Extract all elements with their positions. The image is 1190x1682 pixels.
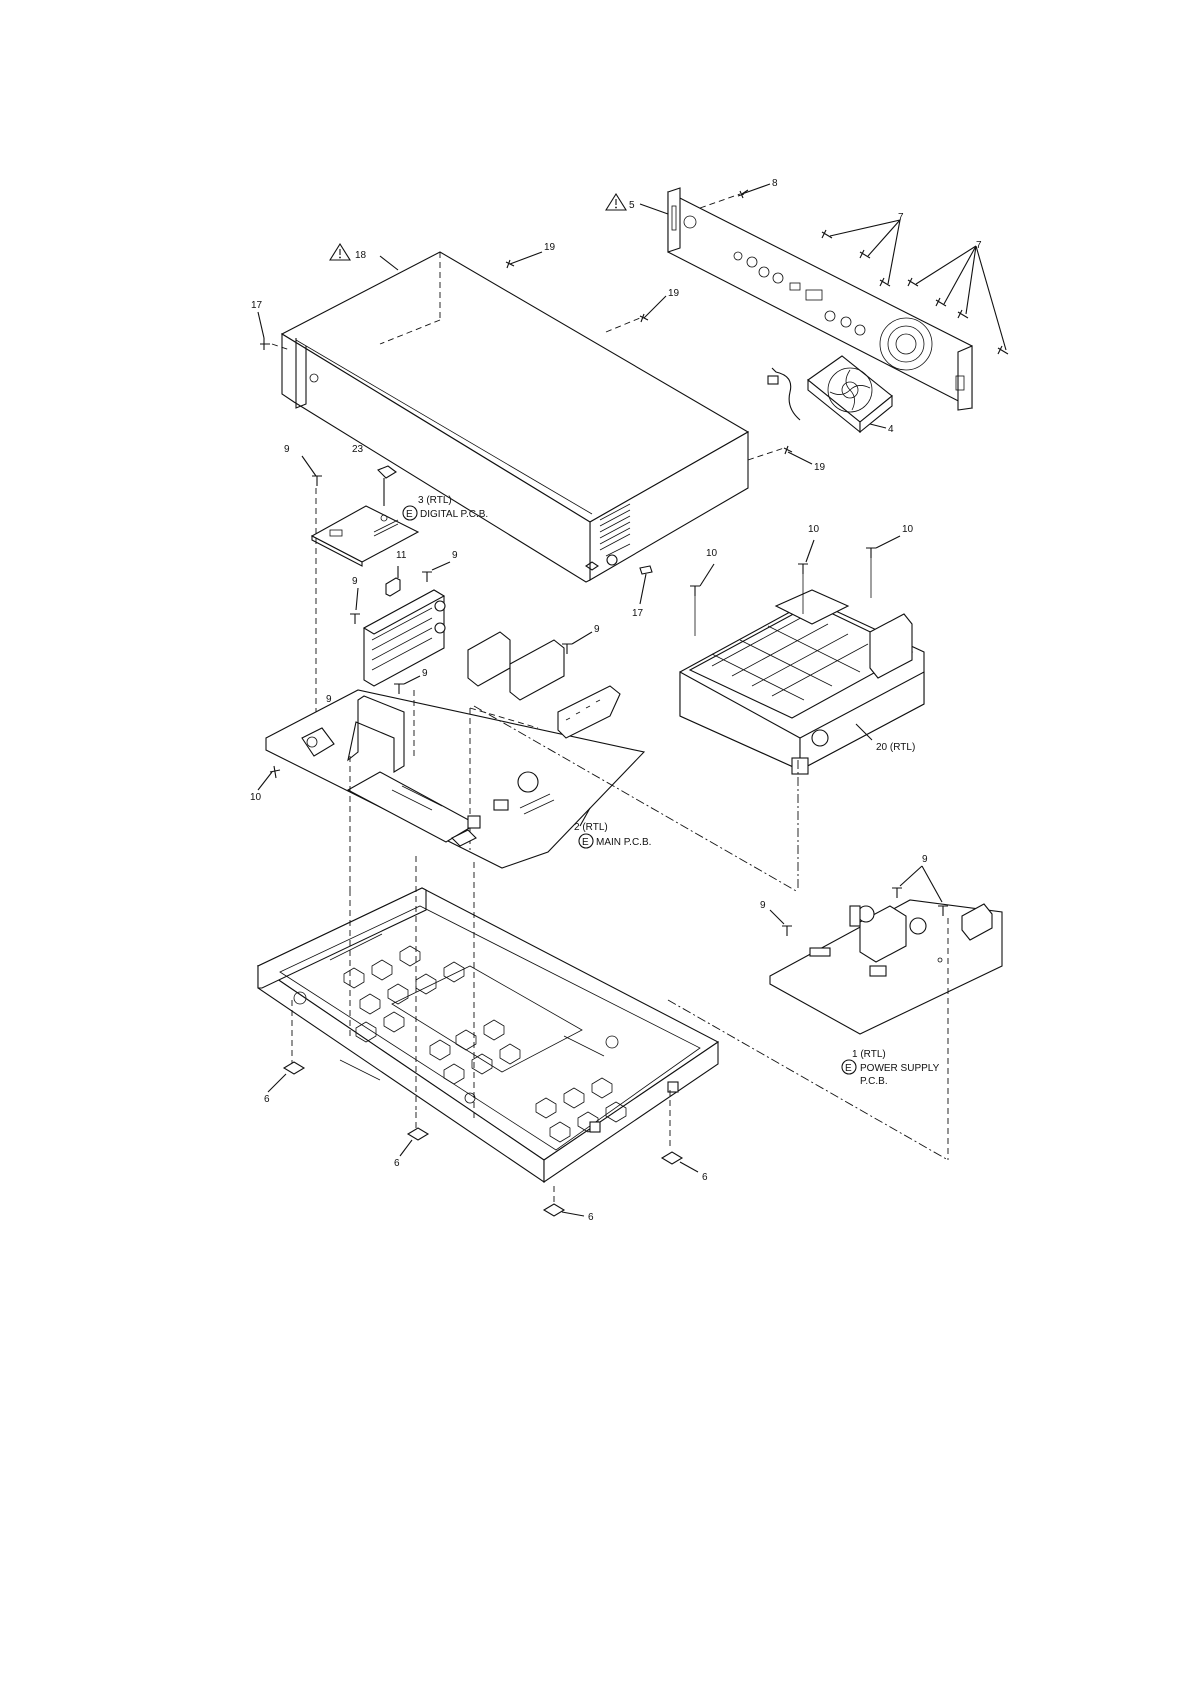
- label-power-supply: POWER SUPPLY: [860, 1063, 940, 1074]
- label-9: 9: [352, 576, 358, 587]
- label-11: 11: [396, 550, 407, 561]
- label-3-rtl: 3 (RTL): [418, 495, 452, 506]
- foot-6: [268, 1062, 304, 1092]
- label-7: 7: [898, 212, 904, 223]
- foot-6: [662, 1090, 698, 1172]
- label-20-rtl: 20 (RTL): [876, 742, 915, 753]
- label-10: 10: [808, 524, 820, 535]
- label-6: 6: [702, 1172, 708, 1183]
- label-19: 19: [668, 288, 680, 299]
- bottom-chassis: [258, 856, 718, 1182]
- label-main-pcb: MAIN P.C.B.: [596, 837, 651, 848]
- screw-10-main: [258, 766, 280, 790]
- label-digital-pcb: DIGITAL P.C.B.: [420, 509, 488, 520]
- label-6: 6: [394, 1158, 400, 1169]
- e-mark-icon: E: [842, 1060, 856, 1074]
- label-9: 9: [760, 900, 766, 911]
- label-10: 10: [250, 792, 262, 803]
- svg-text:E: E: [582, 837, 589, 848]
- label-9: 9: [284, 444, 290, 455]
- shield-11: [386, 566, 400, 596]
- screw-8: [700, 184, 770, 208]
- warning-triangle-icon: [606, 194, 668, 214]
- label-4: 4: [888, 424, 894, 435]
- label-17: 17: [632, 608, 644, 619]
- cooling-fan: [768, 356, 892, 432]
- label-19: 19: [544, 242, 556, 253]
- label-10: 10: [706, 548, 718, 559]
- label-9: 9: [326, 694, 332, 705]
- label-pcb: P.C.B.: [860, 1076, 888, 1087]
- tuner-module: [364, 590, 445, 686]
- e-mark-icon: E: [403, 506, 417, 520]
- label-9: 9: [452, 550, 458, 561]
- label-6: 6: [264, 1094, 270, 1105]
- e-mark-icon: E: [579, 834, 593, 848]
- label-8: 8: [772, 178, 778, 189]
- label-7: 7: [976, 240, 982, 251]
- label-9: 9: [922, 854, 928, 865]
- label-2-rtl: 2 (RTL): [574, 822, 608, 833]
- power-supply-pcb: [770, 900, 1002, 1034]
- label-10: 10: [902, 524, 914, 535]
- label-9: 9: [594, 624, 600, 635]
- label-6: 6: [588, 1212, 594, 1223]
- foot-6: [400, 1112, 428, 1156]
- svg-text:E: E: [845, 1063, 852, 1074]
- label-18: 18: [355, 250, 367, 261]
- label-17: 17: [251, 300, 263, 311]
- label-5: 5: [629, 200, 635, 211]
- label-23: 23: [352, 444, 364, 455]
- label-9: 9: [422, 668, 428, 679]
- foot-6: [544, 1186, 584, 1216]
- label-1-rtl: 1 (RTL): [852, 1049, 886, 1060]
- label-19: 19: [814, 462, 826, 473]
- svg-text:E: E: [406, 509, 413, 520]
